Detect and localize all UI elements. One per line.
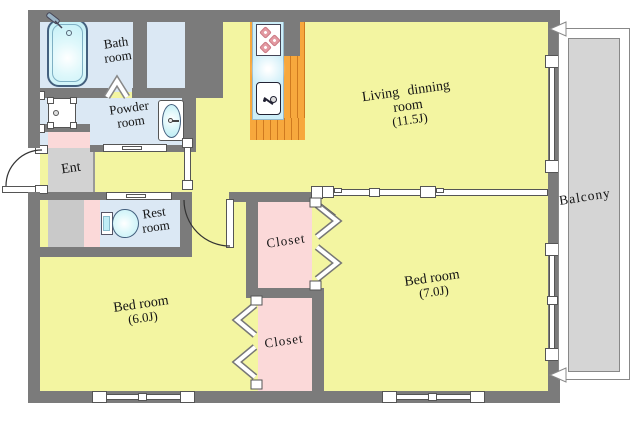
closet-lower-right-wall (312, 298, 324, 391)
washer-pan-corner (70, 97, 77, 104)
hall-bottom-wall-left (28, 192, 106, 200)
partition-panel-mid (369, 188, 380, 197)
shoe-cabinet-top-wall (40, 124, 90, 132)
washer-pan-corner (70, 122, 77, 129)
hall-door-end (182, 180, 193, 190)
kitchen-wall-stub (284, 18, 300, 56)
washer-drain (53, 110, 59, 116)
bed7-right-window (549, 304, 555, 350)
washer-pan-corner (47, 97, 54, 104)
powder-door-handle (122, 146, 142, 150)
balcony-floor (568, 38, 620, 372)
powder-bottom-wall-right (165, 145, 182, 152)
bedroom6-door-leaf (226, 199, 234, 248)
storage-floor (48, 200, 84, 247)
outer-wall-left-upper (28, 10, 40, 148)
outer-wall-top (28, 10, 560, 22)
partition-corner-box (311, 186, 323, 199)
powder-sink-icon (158, 100, 184, 141)
bedroom-door-header-wall (229, 192, 320, 202)
powder-faucet-spout (172, 120, 179, 122)
partition-panel-handle (436, 188, 444, 193)
bath-right-wall (133, 15, 147, 92)
counter-glow (250, 50, 286, 88)
bed7-bottom-window-mid (428, 393, 437, 401)
powder-bottom-wall-left (90, 145, 105, 152)
hall-door-end (182, 138, 193, 148)
bed6-window-end (92, 391, 107, 403)
closet-upper-floor (258, 200, 312, 290)
hall-bottom-wall-stub (172, 192, 184, 200)
closet-lower-floor (258, 298, 312, 391)
outer-wall-left-lower (28, 192, 40, 403)
rest-door-handle (126, 194, 146, 198)
living-window (549, 67, 555, 162)
bed7-window-end (545, 348, 559, 361)
bath-bottom-wall-left (40, 88, 108, 98)
shoe-cabinet (48, 131, 90, 148)
rest-side-cabinet (84, 200, 100, 247)
bath-bottom-wall-right (132, 88, 185, 98)
living-window-end (545, 160, 559, 173)
rest-bottom-wall (40, 247, 192, 257)
partition-panel-end (420, 186, 436, 198)
partition-panel-handle (334, 188, 342, 193)
kitchen-drain-dot (263, 99, 266, 102)
toilet-tank-icon (101, 212, 113, 235)
bathtub-drain (66, 30, 72, 36)
closet-upper-left-wall (246, 192, 258, 292)
washer-pan-corner (47, 122, 54, 129)
bathtub-icon (47, 19, 88, 87)
kitchen-floor-planks-bottom (250, 118, 305, 140)
washer-pan-icon (47, 97, 77, 129)
bed7-bottom-window-end (382, 391, 397, 403)
bed6-window-end (180, 391, 195, 403)
pipe-shaft-block (185, 10, 223, 98)
bed7-bottom-window-end (470, 391, 485, 403)
utility-area-floor (147, 22, 185, 88)
entrance-door-swing-arc (5, 149, 43, 187)
bed6-window-mid (138, 393, 147, 401)
bathtub-inner-line (52, 24, 83, 82)
powder-right-wall (182, 95, 196, 152)
toilet-tank-lid (103, 216, 110, 231)
closet-divider-wall (246, 288, 324, 298)
kitchen-sink-icon (256, 82, 281, 115)
entrance-floor (48, 148, 95, 192)
toilet-bowl-icon (112, 209, 139, 238)
bed7-right-window (549, 255, 555, 298)
